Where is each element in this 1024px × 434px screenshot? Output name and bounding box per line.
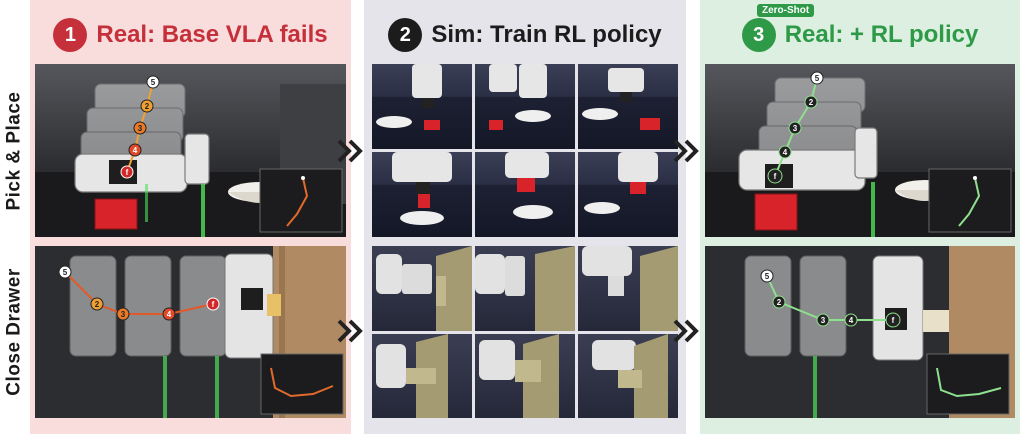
photo-close-drawer-rl: 5 2 3 4 f xyxy=(705,246,1015,418)
sim-cell xyxy=(475,64,575,149)
step-number-badge: 1 xyxy=(53,18,88,52)
svg-text:5: 5 xyxy=(151,78,156,87)
row-label-close-drawer-wrap: Close Drawer xyxy=(0,246,30,418)
sim-cell xyxy=(475,333,575,418)
sim-cell xyxy=(372,152,472,237)
row-label-pick-place-wrap: Pick & Place xyxy=(0,64,30,237)
panel-real-base-vla: 1 Real: Base VLA fails xyxy=(30,0,351,434)
double-chevron-right-icon xyxy=(672,136,702,166)
step-number-badge: 2 xyxy=(388,18,423,52)
sim-cell xyxy=(475,246,575,331)
svg-text:2: 2 xyxy=(95,300,100,309)
double-chevron-right-icon xyxy=(336,136,366,166)
svg-text:3: 3 xyxy=(121,310,126,319)
sim-cell xyxy=(578,152,678,237)
row-label-pick-place: Pick & Place xyxy=(4,90,25,211)
svg-text:4: 4 xyxy=(133,146,138,155)
scene-illustration: 5 2 3 4 f xyxy=(705,64,1015,237)
sim-cell xyxy=(372,333,472,418)
double-chevron-right-icon xyxy=(672,316,702,346)
zero-shot-badge: Zero-Shot xyxy=(757,4,815,17)
svg-text:3: 3 xyxy=(821,316,826,325)
panel-real-rl-policy: 3 Real: + RL policy Zero-Shot xyxy=(700,0,1020,434)
svg-text:f: f xyxy=(774,172,777,181)
svg-text:4: 4 xyxy=(167,310,172,319)
photo-pick-place-base: 5 2 3 4 f xyxy=(35,64,346,237)
sim-grid-close-drawer xyxy=(372,246,678,418)
photo-close-drawer-base: 5 2 3 4 f xyxy=(35,246,346,418)
svg-text:2: 2 xyxy=(777,298,782,307)
svg-text:2: 2 xyxy=(145,102,150,111)
svg-text:5: 5 xyxy=(765,272,770,281)
sim-cell xyxy=(475,152,575,237)
svg-text:f: f xyxy=(212,300,215,309)
sim-grid-pick-place xyxy=(372,64,678,237)
svg-text:5: 5 xyxy=(63,268,68,277)
scene-illustration: 5 2 3 4 f xyxy=(705,246,1015,418)
panel-header: 1 Real: Base VLA fails xyxy=(30,10,351,60)
scene-illustration: 5 2 3 4 f xyxy=(35,64,346,237)
svg-text:4: 4 xyxy=(849,316,854,325)
svg-text:3: 3 xyxy=(793,124,798,133)
sim-cell xyxy=(578,64,678,149)
svg-text:f: f xyxy=(892,316,895,325)
sim-cell xyxy=(578,333,678,418)
sim-cell xyxy=(372,64,472,149)
row-label-close-drawer: Close Drawer xyxy=(4,268,26,396)
panel-title: Real: Base VLA fails xyxy=(96,21,328,48)
svg-text:f: f xyxy=(126,168,129,177)
svg-text:3: 3 xyxy=(138,124,143,133)
panel-title: Real: + RL policy xyxy=(784,21,979,48)
panel-header: 2 Sim: Train RL policy xyxy=(364,10,686,60)
svg-text:2: 2 xyxy=(809,98,814,107)
scene-illustration: 5 2 3 4 f xyxy=(35,246,346,418)
step-number-badge: 3 xyxy=(741,18,776,52)
sim-cell xyxy=(372,246,472,331)
panel-sim-train-rl: 2 Sim: Train RL policy xyxy=(364,0,686,434)
panel-title: Sim: Train RL policy xyxy=(431,21,662,48)
svg-text:4: 4 xyxy=(783,148,788,157)
svg-text:5: 5 xyxy=(815,74,820,83)
double-chevron-right-icon xyxy=(336,316,366,346)
panel-header: 3 Real: + RL policy xyxy=(700,10,1020,60)
photo-pick-place-rl: 5 2 3 4 f xyxy=(705,64,1015,237)
sim-cell xyxy=(578,246,678,331)
